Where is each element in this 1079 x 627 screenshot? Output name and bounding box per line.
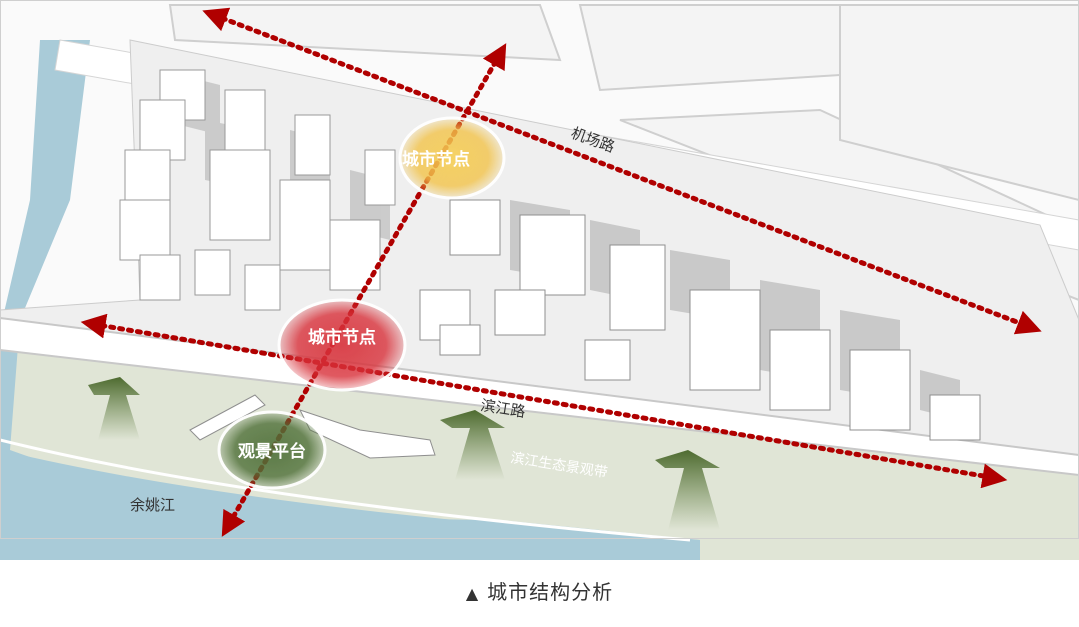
node-viewing-platform: 观景平台 — [217, 410, 327, 490]
site-structure-diagram: 城市节点 城市节点 观景平台 机场路 滨江路 滨江生态景观带 余姚江 — [0, 0, 1079, 560]
caption-text: 城市结构分析 — [487, 580, 614, 604]
node-city-2-label: 城市节点 — [308, 327, 376, 348]
node-city-1-label: 城市节点 — [402, 149, 470, 170]
figure-caption: ▲ 城市结构分析 — [0, 576, 1079, 605]
node-city-1: 城市节点 — [398, 116, 506, 200]
caption-marker: ▲ — [465, 584, 480, 603]
node-viewing-platform-label: 观景平台 — [237, 441, 306, 462]
node-city-2: 城市节点 — [277, 298, 407, 392]
label-river: 余姚江 — [130, 496, 175, 514]
